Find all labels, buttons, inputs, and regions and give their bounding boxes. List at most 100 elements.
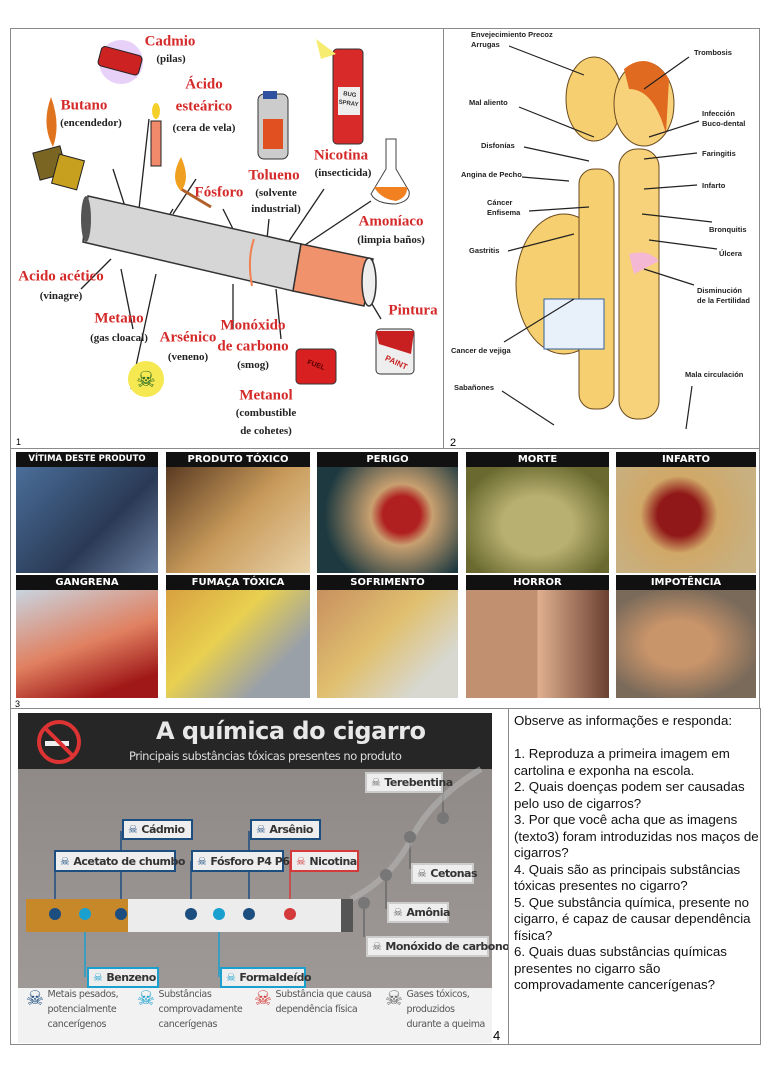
tag-cadmio: ☠Cádmio: [122, 819, 193, 840]
cigarette-paper: [128, 899, 351, 932]
label-gastritis: Gastritis: [469, 246, 500, 255]
skull-icon: ☠: [226, 971, 236, 984]
flask-icon: [370, 138, 410, 205]
legend-line: produzidos: [406, 1004, 455, 1015]
warning-tile: HORROR: [466, 575, 609, 698]
substance-dot: [380, 869, 392, 881]
sub-acido-acetico: (vinagre): [39, 290, 83, 302]
skull-icon: ☠: [393, 906, 403, 919]
label-sabanones: Sabañones: [454, 383, 495, 392]
cigarette-ash: [341, 899, 353, 932]
sub-monoxido: (smog): [237, 359, 269, 371]
legend-line: comprovadamente: [158, 1004, 243, 1015]
label-amoniaco: Amoníaco: [358, 213, 424, 230]
warning-tile: VÍTIMA DESTE PRODUTO: [16, 452, 158, 573]
skull-icon: ☠: [254, 986, 272, 1010]
tile-photo: [466, 467, 609, 573]
tag-nicotina: ☠Nicotina: [290, 850, 359, 872]
tag-label: Acetato de chumbo: [73, 854, 185, 868]
tag-label: Cetonas: [430, 867, 478, 880]
match-icon: [175, 157, 212, 209]
tile-caption: PERIGO: [317, 452, 458, 467]
tile-caption: INFARTO: [616, 452, 756, 467]
label-arsenico: Arsénico: [159, 329, 217, 346]
label-infeccion: Infección: [702, 109, 735, 118]
tile-caption: IMPOTÊNCIA: [616, 575, 756, 590]
substance-dot: [358, 897, 370, 909]
tag-label: Formaldeído: [239, 971, 312, 984]
label-mala-circulacion: Mala circulación: [685, 370, 744, 379]
question-4: 4. Quais são as principais substâncias t…: [514, 861, 741, 894]
skull-icon: ☠: [296, 854, 306, 868]
tag-terebentina: ☠Terebentina: [365, 772, 453, 793]
label-tolueno: Tolueno: [248, 167, 300, 184]
tile-photo: [317, 467, 458, 573]
question-2: 2. Quais doenças podem ser causadas pelo…: [514, 779, 745, 811]
legend-line: cancerígenos: [47, 1019, 107, 1030]
panel-cigarette-chemicals: ☠ BUG SPRAY FUEL PAINT Cadmio (pilas) Ác…: [10, 28, 444, 449]
tag-label: Cádmio: [141, 823, 185, 836]
legend-line: Metais pesados,: [47, 989, 119, 1000]
substance-dot: [79, 908, 91, 920]
cigarette-filter: [292, 243, 374, 307]
tile-caption: MORTE: [466, 452, 609, 467]
sub-nicotina: (insecticida): [314, 167, 372, 179]
substance-dot: [243, 908, 255, 920]
skull-icon: ☠: [197, 854, 207, 868]
tile-photo: [466, 590, 609, 698]
warning-tile: MORTE: [466, 452, 609, 573]
skull-icon: ☠: [128, 823, 138, 836]
paint-can-icon: [375, 328, 415, 375]
bug-spray-label: BUG SPRAY: [338, 91, 359, 109]
label-cancer: Cáncer: [487, 198, 513, 207]
label-fosforo: Fósforo: [194, 184, 244, 201]
label-faringitis: Faringitis: [702, 149, 736, 158]
panel-number: 3: [15, 699, 21, 709]
tile-caption: VÍTIMA DESTE PRODUTO: [16, 452, 158, 467]
warning-tile: SOFRIMENTO: [317, 575, 458, 698]
question-3: 3. Por que você acha que as imagens (tex…: [514, 812, 759, 860]
sub-cadmio: (pilas): [156, 53, 186, 65]
skull-icon: ☠: [93, 971, 103, 984]
tag-fosforo: ☠Fósforo P4 P6: [191, 850, 290, 872]
legend-line: dependência física: [275, 1004, 358, 1015]
tile-caption: HORROR: [466, 575, 609, 590]
tag-label: Fósforo P4 P6: [210, 854, 290, 868]
skull-icon: ☠: [256, 823, 266, 836]
infographic-title: A química do cigarro: [156, 717, 426, 745]
warning-tile: PERIGO: [317, 452, 458, 573]
tag-label: Benzeno: [106, 971, 156, 984]
label-arrugas: Arrugas: [471, 40, 500, 49]
panel-number: 1: [16, 437, 22, 447]
legend-line: durante a queima: [406, 1019, 486, 1030]
tile-caption: PRODUTO TÓXICO: [166, 452, 310, 467]
warning-tile: PRODUTO TÓXICO: [166, 452, 310, 573]
tag-amonia: ☠Amônia: [387, 902, 450, 923]
tag-cetonas: ☠Cetonas: [411, 863, 478, 884]
bug-spray-icon: [316, 39, 364, 145]
tag-monoxido-de-carbono: ☠Monóxido de carbono: [366, 936, 508, 957]
couple-illustration: [501, 45, 718, 430]
tag-label: Amônia: [406, 906, 450, 919]
label-bronquitis: Bronquitis: [709, 225, 747, 234]
skull-icon: ☠: [372, 940, 382, 953]
tile-caption: SOFRIMENTO: [317, 575, 458, 590]
label-estearico: esteárico: [175, 98, 233, 115]
skull-icon: ☠: [417, 867, 427, 880]
substance-dot: [185, 908, 197, 920]
label-metanol: Metanol: [239, 387, 293, 404]
skull-icon: ☠: [128, 361, 164, 397]
tile-photo: [16, 467, 158, 573]
legend-line: cancerígenas: [158, 1019, 218, 1030]
skull-icon: ☠: [60, 854, 70, 868]
tag-label: Terebentina: [384, 776, 453, 789]
substance-dot: [49, 908, 61, 920]
sub-metanol-2: de cohetes): [240, 425, 292, 437]
sub-arsenico: (veneno): [167, 351, 209, 363]
panel-smoking-diseases: Envejecimiento Precoz Arrugas Trombosis …: [443, 28, 760, 449]
questions-panel: Observe as informações e responda: 1. Re…: [508, 708, 761, 1045]
skull-icon: ☠: [385, 986, 403, 1010]
